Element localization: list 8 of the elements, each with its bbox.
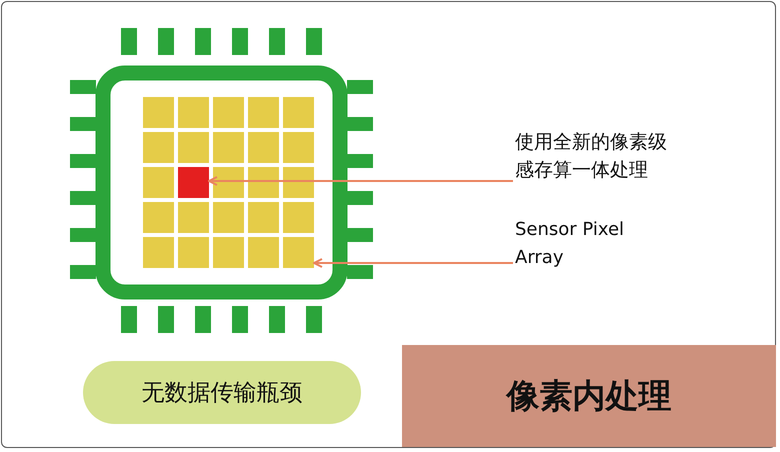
pixel-array <box>143 97 314 268</box>
leader-arrow <box>208 176 513 186</box>
callout-text: 使用全新的像素级感存算一体处理 <box>515 128 681 188</box>
leader-arrow <box>313 258 513 268</box>
highlighted-pixel <box>178 167 209 198</box>
callout-text: Sensor Pixel Array <box>515 216 637 274</box>
process-box: 像素内处理 <box>402 345 776 447</box>
rounded-label: 无数据传输瓶颈 <box>83 361 361 424</box>
